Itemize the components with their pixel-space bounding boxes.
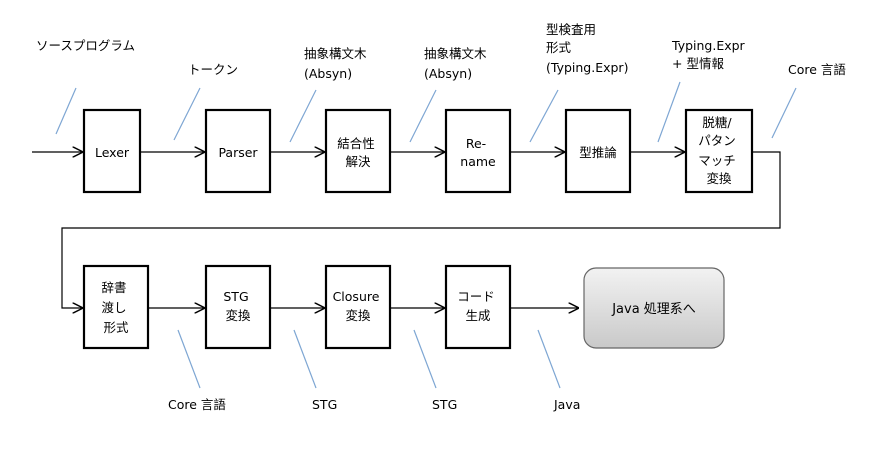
stage-label-line: 辞書 [102,280,127,295]
stage-box-typeinfer: 型推論 [564,108,632,194]
svg-text:Re- name: Re- name [460,136,496,169]
leader-typedinfo [657,81,681,143]
stage-label-line: パタン [698,133,736,148]
stage-label-line: Re- [466,136,486,151]
svg-text:型推論: 型推論 [579,145,617,160]
label-core2: Core 言語 [168,397,226,412]
label-core1: Core 言語 [788,62,846,77]
svg-text:結合性 解決: 結合性 解決 [337,136,379,169]
stage-label-line: STG [223,289,248,304]
svg-text:Parser: Parser [218,145,258,160]
label-stg2: STG [432,397,457,412]
stage-label-line: 結合性 [337,136,375,151]
leader-lines [55,81,797,389]
stage-box-lexer: Lexer [82,108,142,194]
label-source: ソースプログラム [36,38,135,53]
stage-box-stgconv: STG 変換 [204,264,272,350]
stage-box-closureconv: Closure 変換 [324,264,392,350]
stage-box-rename: Re- name [444,108,512,194]
svg-text:STG 変換: STG 変換 [223,289,252,323]
stage-label-line: 変換 [345,308,371,323]
stage-box-dictpass: 辞書 渡し 形式 [82,264,150,350]
label-typed: 型検査用 形式 (Typing.Expr) [546,22,628,75]
leader-absyn2 [409,89,437,143]
final-stage-java: Java 処理系へ [583,267,725,349]
leader-core1 [771,87,797,139]
leader-core2 [177,329,201,389]
wrap-connector-arrow [61,151,781,308]
svg-text:コード 生成: コード 生成 [457,289,499,323]
label-java: Java [553,397,580,412]
label-absyn1: 抽象構文木 (Absyn) [304,46,371,81]
label-typedinfo: Typing.Expr + 型情報 [671,38,749,71]
stage-label-line: コード [457,289,495,304]
leader-tokens [173,87,201,141]
stage-label-line: 渡し [102,300,127,315]
svg-text:辞書 渡し 形式: 辞書 渡し 形式 [102,280,131,335]
leader-stg1 [293,329,317,389]
stage-label-line: 生成 [465,308,490,323]
label-tokens: トークン [188,62,238,77]
svg-text:Closure 変換: Closure 変換 [333,289,384,323]
svg-text:脱糖/ パタン マッチ: 脱糖/ パタン マッチ 変換 [698,115,740,186]
leader-source [55,87,77,135]
final-stage-label: Java 処理系へ [611,302,696,317]
stage-box-parser: Parser [204,108,272,194]
stage-label-line: 形式 [103,320,129,335]
label-absyn2: 抽象構文木 (Absyn) [424,46,491,81]
stage-label-line: 変換 [706,171,732,186]
svg-text:Lexer: Lexer [95,145,130,160]
stage-label-line: Parser [218,145,258,160]
stage-label-line: マッチ [698,153,736,168]
stage-label-line: Lexer [95,145,130,160]
stage-box-codegen: コード 生成 [444,264,512,350]
stage-box-desugar: 脱糖/ パタン マッチ 変換 [684,108,754,194]
stage-label-line: 脱糖/ [702,115,732,130]
label-stg1: STG [312,397,337,412]
stage-label-line: 型推論 [579,145,617,160]
stage-label-line: name [460,154,496,169]
leader-java [537,329,561,389]
stage-box-fixity: 結合性 解決 [324,108,392,194]
stage-label-line: Closure [333,289,380,304]
stage-label-line: 変換 [225,308,251,323]
leader-absyn1 [289,89,317,143]
leader-typed [529,89,559,143]
stage-label-line: 解決 [345,154,371,169]
leader-stg2 [413,329,437,389]
